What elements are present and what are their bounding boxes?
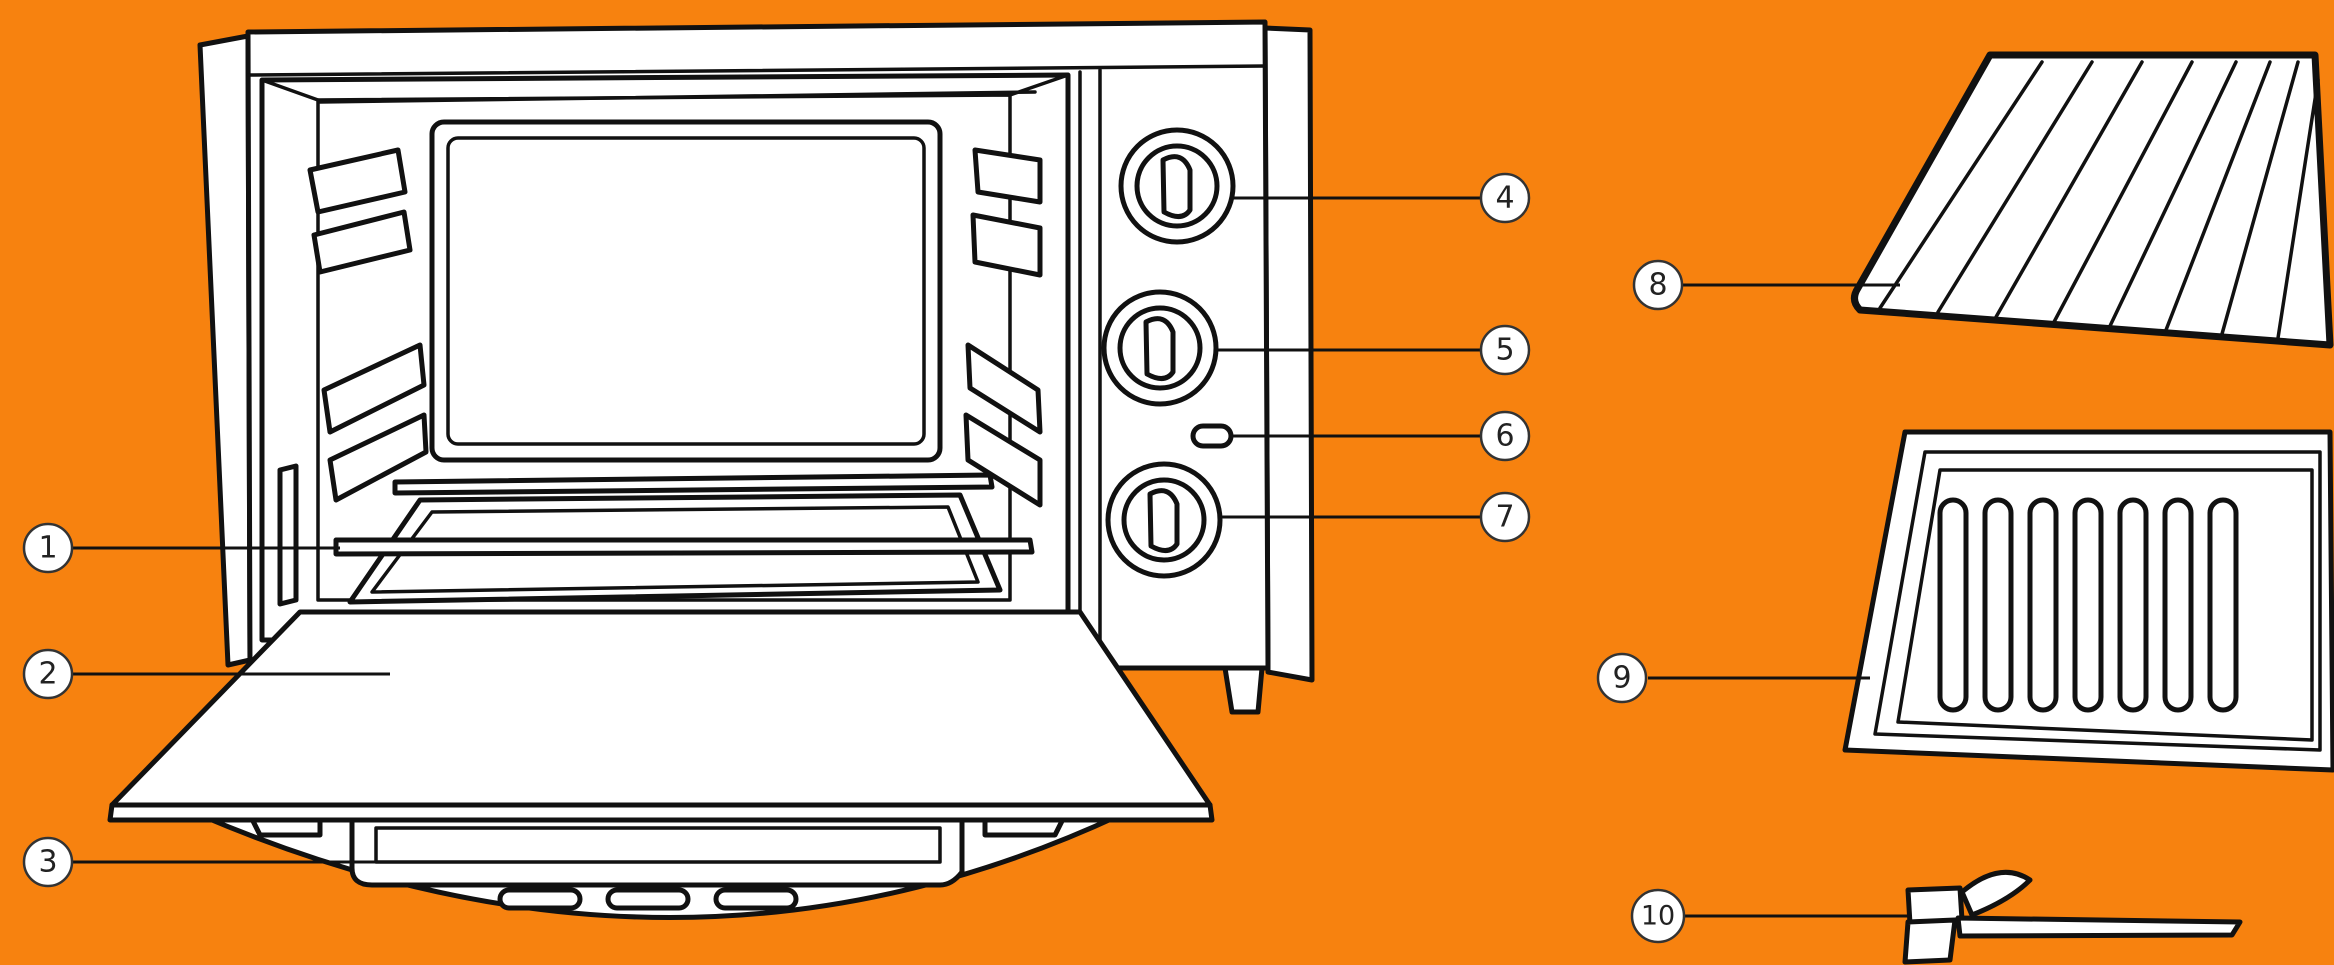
toaster-oven (110, 22, 1312, 918)
control-knob-bottom[interactable] (1108, 464, 1220, 576)
callout-1: 1 (24, 524, 72, 572)
indicator-light (1193, 426, 1231, 446)
svg-text:9: 9 (1612, 661, 1631, 696)
svg-text:7: 7 (1495, 500, 1514, 535)
svg-text:1: 1 (38, 531, 57, 566)
glass-door (112, 612, 1210, 805)
callout-7: 7 (1481, 493, 1529, 541)
svg-text:6: 6 (1495, 419, 1514, 454)
callout-8: 8 (1634, 261, 1682, 309)
callout-10: 10 (1632, 890, 1684, 942)
svg-text:8: 8 (1648, 268, 1667, 303)
oven-body-side (1265, 28, 1312, 680)
baking-tray (1845, 432, 2333, 770)
svg-text:2: 2 (38, 657, 57, 692)
callout-4: 4 (1481, 174, 1529, 222)
svg-text:4: 4 (1495, 181, 1514, 216)
svg-text:5: 5 (1495, 333, 1514, 368)
svg-text:10: 10 (1641, 901, 1675, 932)
oven-body-side (200, 36, 250, 665)
callout-6: 6 (1481, 412, 1529, 460)
svg-text:3: 3 (38, 845, 57, 880)
oven-back-panel (432, 122, 940, 460)
tray-handle (1905, 872, 2240, 962)
callout-9: 9 (1598, 654, 1646, 702)
callout-2: 2 (24, 650, 72, 698)
control-knob-top[interactable] (1121, 130, 1233, 242)
callout-5: 5 (1481, 326, 1529, 374)
control-knob-middle[interactable] (1104, 292, 1216, 404)
callout-3: 3 (24, 838, 72, 886)
wire-rack (336, 540, 1032, 554)
oven-foot (1225, 668, 1262, 712)
crumb-tray (1854, 55, 2330, 345)
